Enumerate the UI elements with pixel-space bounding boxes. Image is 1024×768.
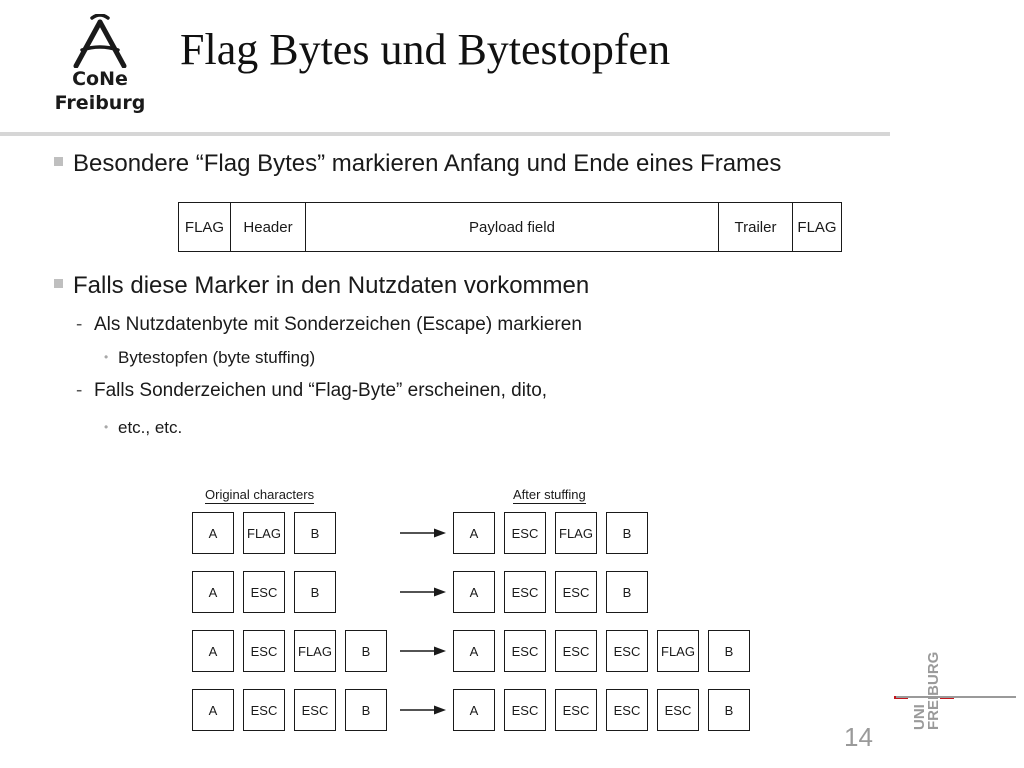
stuffed-byte-cell: FLAG (555, 512, 597, 554)
original-byte-cell: B (345, 630, 387, 672)
uni-logo-top: UNI (911, 704, 928, 730)
stuffed-byte-cell: ESC (606, 630, 648, 672)
original-byte-cell: A (192, 689, 234, 731)
square-bullet-icon (54, 279, 63, 288)
title-divider (0, 132, 890, 136)
stuffed-byte-cell: ESC (504, 689, 546, 731)
arrow-right-icon (400, 646, 446, 656)
arrow-right-icon (400, 587, 446, 597)
stuffed-byte-cell: ESC (504, 571, 546, 613)
original-byte-cell: B (294, 512, 336, 554)
frame-field-flag-end: FLAG (797, 218, 837, 236)
bullet-text: Falls Sonderzeichen und “Flag-Byte” ersc… (94, 380, 548, 401)
stuffed-byte-cell: ESC (504, 630, 546, 672)
uni-logo-bottom: FREIBURG (925, 652, 942, 730)
subbullet-dito: -Falls Sonderzeichen und “Flag-Byte” ers… (76, 380, 548, 401)
stuffed-byte-cell: ESC (555, 630, 597, 672)
frame-field-trailer: Trailer (719, 203, 793, 251)
stuffed-byte-cell: A (453, 689, 495, 731)
stuffed-byte-cell: A (453, 512, 495, 554)
original-byte-cell: A (192, 512, 234, 554)
uni-freiburg-wordmark: UNI FREIBURG (894, 652, 954, 730)
arrow-right-icon (400, 528, 446, 538)
original-byte-cell: ESC (294, 689, 336, 731)
stuffed-byte-cell: ESC (504, 512, 546, 554)
original-byte-cell: ESC (243, 630, 285, 672)
bullet-text: etc., etc. (118, 418, 183, 437)
bullet-text: Als Nutzdatenbyte mit Sonderzeichen (Esc… (94, 314, 582, 335)
original-byte-cell: B (345, 689, 387, 731)
stuffed-byte-cell: A (453, 571, 495, 613)
antenna-icon (73, 14, 127, 68)
uni-logo-rule (896, 696, 1016, 698)
stuffed-byte-cell: B (606, 571, 648, 613)
logo-line-cone: CoNe (72, 68, 128, 90)
stuffed-byte-cell: ESC (606, 689, 648, 731)
logo-line-freiburg: Freiburg (54, 92, 146, 114)
stuffed-byte-cell: A (453, 630, 495, 672)
stuffed-byte-cell: ESC (555, 571, 597, 613)
original-byte-cell: ESC (243, 689, 285, 731)
original-byte-cell: ESC (243, 571, 285, 613)
frame-field-header: Header (231, 203, 306, 251)
stuffed-byte-cell: ESC (657, 689, 699, 731)
stuffed-byte-cell: ESC (555, 689, 597, 731)
frame-field-flag-start: FLAG (179, 203, 231, 251)
subsubbullet-etc: •etc., etc. (104, 418, 183, 437)
after-stuffing-header: After stuffing (513, 487, 586, 504)
original-byte-cell: FLAG (243, 512, 285, 554)
stuffed-byte-cell: FLAG (657, 630, 699, 672)
arrow-right-icon (400, 705, 446, 715)
cone-freiburg-logo: CoNe Freiburg (40, 14, 160, 124)
bullet-text: Falls diese Marker in den Nutzdaten vork… (73, 272, 590, 299)
subsubbullet-byte-stuffing: •Bytestopfen (byte stuffing) (104, 348, 316, 367)
original-byte-cell: FLAG (294, 630, 336, 672)
stuffed-byte-cell: B (708, 630, 750, 672)
bullet-text: Besondere “Flag Bytes” markieren Anfang … (73, 150, 782, 177)
stuffed-byte-cell: B (606, 512, 648, 554)
original-characters-header: Original characters (205, 487, 315, 504)
square-bullet-icon (54, 157, 63, 166)
bullet-flag-bytes: Besondere “Flag Bytes” markieren Anfang … (54, 150, 781, 178)
page-number: 14 (844, 722, 873, 752)
original-byte-cell: B (294, 571, 336, 613)
bullet-marker-in-payload: Falls diese Marker in den Nutzdaten vork… (54, 272, 589, 300)
stuffed-byte-cell: B (708, 689, 750, 731)
subbullet-escape: -Als Nutzdatenbyte mit Sonderzeichen (Es… (76, 314, 582, 335)
page-title: Flag Bytes und Bytestopfen (180, 25, 671, 74)
original-byte-cell: A (192, 630, 234, 672)
bullet-text: Bytestopfen (byte stuffing) (118, 348, 316, 367)
frame-diagram: FLAG Header Payload field Trailer FLAG (178, 202, 842, 252)
frame-field-payload: Payload field (306, 203, 719, 251)
original-byte-cell: A (192, 571, 234, 613)
uni-freiburg-logo: UNI FREIBURG (894, 648, 954, 730)
